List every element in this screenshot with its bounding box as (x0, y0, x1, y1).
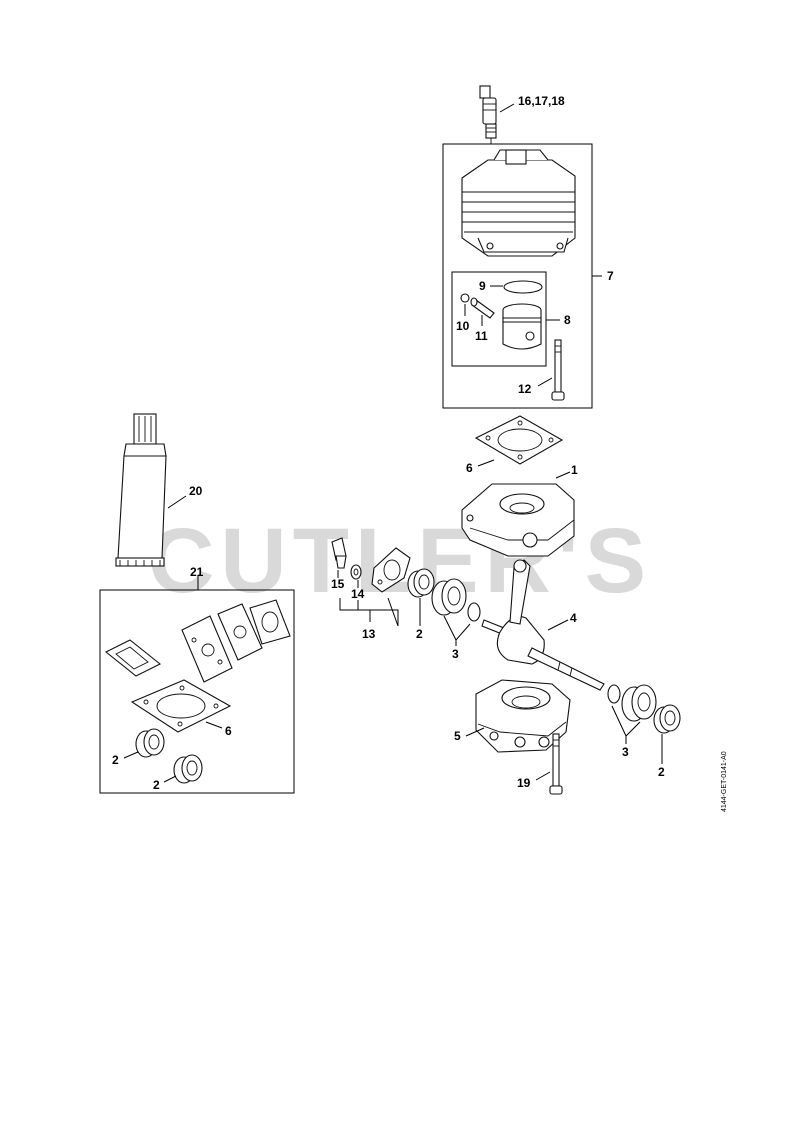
crankcase-lower-part (475, 679, 571, 753)
document-code: 4144-GET-0141-A0 (721, 751, 728, 812)
gasket-set-frame (99, 589, 295, 794)
ignition-spacer-part (371, 547, 411, 593)
cylinder-part (461, 149, 576, 257)
label-crankcase-upper: 1 (571, 463, 578, 477)
piston-kit-frame (451, 271, 547, 367)
intake-gasket-part (217, 603, 263, 661)
spacer-sleeve-part (350, 564, 362, 580)
piston-pin-part (470, 297, 495, 319)
piston-part (502, 303, 542, 350)
thrust-washer-left (467, 602, 481, 622)
set-cylinder-gasket-part (130, 679, 232, 733)
label-piston-pin: 11 (475, 329, 488, 343)
oil-seal-left-part (407, 568, 435, 598)
cylinder-gasket-part (474, 415, 564, 465)
crankcase-screw-part (549, 733, 563, 795)
label-cylinder-kit: 7 (607, 269, 614, 283)
snap-ring-part (460, 293, 470, 303)
label-bearing-left: 3 (452, 647, 459, 661)
ignition-bracket (339, 598, 399, 626)
set-oil-seal-b-part (173, 754, 203, 784)
cylinder-screw-part (551, 339, 565, 401)
label-cylinder-screw: 12 (518, 382, 532, 396)
label-piston-ring: 9 (479, 279, 486, 293)
bearing-left-part (431, 578, 467, 616)
label-spacer-sleeve: 14 (351, 587, 365, 601)
label-crankshaft: 4 (570, 611, 577, 625)
label-ignition-spacer: 13 (362, 627, 376, 641)
crankshaft-part (481, 559, 605, 691)
label-snap-ring: 10 (456, 319, 470, 333)
label-bearing-right: 3 (622, 745, 629, 759)
bearing-right-part (621, 684, 657, 722)
muffler-gasket-part (104, 639, 162, 677)
label-set-seal-a: 2 (112, 753, 119, 767)
label-oil-seal-left: 2 (416, 627, 423, 641)
piston-ring-part (503, 280, 543, 294)
label-grease-tube: 20 (189, 484, 203, 498)
spark-plug-part (479, 85, 497, 144)
label-crankcase-screw: 19 (517, 776, 531, 790)
grease-tube-part (115, 413, 167, 567)
label-gasket-set: 21 (190, 565, 204, 579)
label-oil-seal-right: 2 (658, 765, 665, 779)
oil-seal-right-part (653, 704, 681, 734)
thrust-washer-right (607, 684, 621, 704)
label-cylinder-gasket: 6 (466, 461, 473, 475)
label-set-gasket: 6 (225, 724, 232, 738)
label-plug-cap: 15 (331, 577, 345, 591)
plug-cap-part (331, 537, 347, 569)
label-crankcase-lower: 5 (454, 729, 461, 743)
label-piston: 8 (564, 313, 571, 327)
carburetor-gasket-part (181, 615, 233, 683)
set-oil-seal-a-part (135, 728, 165, 758)
spacer-gasket-part (249, 599, 291, 645)
label-spark-plug: 16,17,18 (518, 94, 565, 108)
crankcase-upper-part (461, 483, 575, 557)
label-set-seal-b: 2 (153, 778, 160, 792)
